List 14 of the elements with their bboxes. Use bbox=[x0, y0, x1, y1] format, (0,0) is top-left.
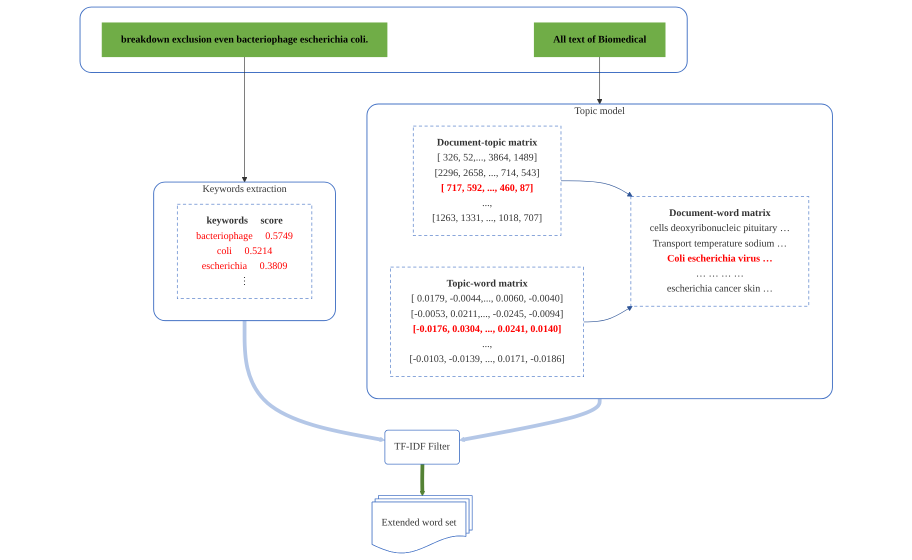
node-box: Document-word matrix cells deoxyribonucleic pituitary … Transport temperature sodium … Coli escherichia virus … … … … … escherichia cancer skin … bbox=[630, 196, 809, 306]
arrow bbox=[458, 398, 602, 442]
arrow bbox=[560, 180, 632, 197]
node-box: keywords score bacteriophage 0.5749 coli 0.5214 escherichia 0.3809 ⋮ bbox=[176, 204, 312, 299]
node-box: breakdown exclusion even bacteriophage escherichia coli. bbox=[102, 22, 388, 58]
arrow bbox=[419, 464, 425, 496]
node-box: Topic-word matrix [ 0.0179, -0.0044,..., 0.0060, -0.0040] [-0.0053, 0.0211,..., -0.0245, -0.0094] [-0.0176, 0.0304, ..., 0.0241, 0.0140] ..., [-0.0103, -0.0139, ..., 0.0171, -0.0186] bbox=[390, 266, 584, 377]
arrow bbox=[242, 320, 385, 442]
arrow bbox=[596, 56, 602, 104]
cluster bbox=[79, 6, 688, 73]
arrow bbox=[583, 306, 632, 322]
node-box: All text of Biomedical bbox=[534, 22, 666, 58]
node-box: Document-topic matrix [ 326, 52,..., 3864, 1489] [2296, 2658, ..., 714, 543] [ 717, 592, ..., 460, 87] ..., [1263, 1331, ..., 1018, 707] bbox=[412, 126, 562, 236]
arrow bbox=[242, 56, 248, 182]
